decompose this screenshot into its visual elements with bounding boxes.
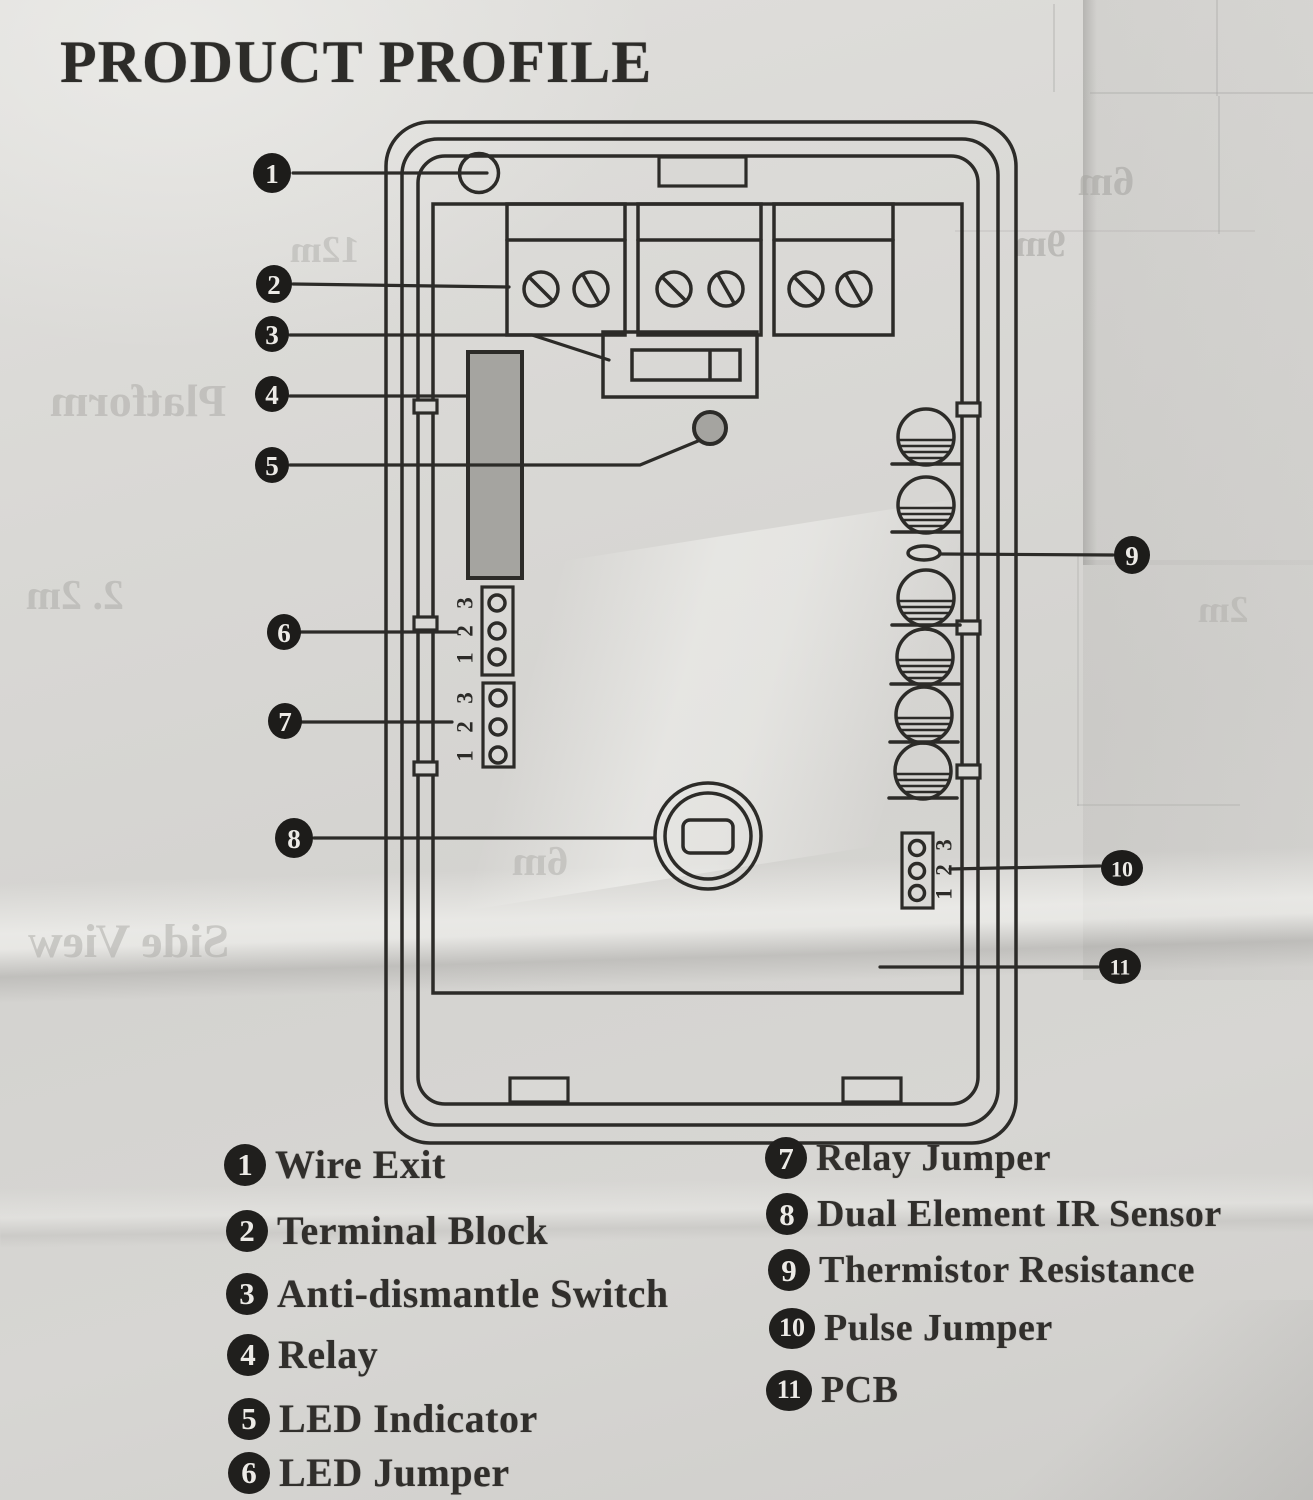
case-side-tab — [955, 763, 982, 780]
callout-5: 5 — [255, 447, 289, 483]
callout-number: 2 — [267, 270, 281, 300]
legend-item-led-jumper: 6 LED Jumper — [228, 1449, 510, 1496]
pin-label: 3 — [453, 692, 478, 704]
legend-item-ir-sensor: 8 Dual Element IR Sensor — [766, 1192, 1222, 1236]
legend-badge: 4 — [227, 1333, 269, 1376]
legend-badge: 6 — [228, 1451, 270, 1494]
callout-number: 9 — [1125, 541, 1139, 571]
screw-terminal — [890, 568, 962, 628]
callout-number: 7 — [278, 707, 292, 737]
callout-number: 10 — [1111, 857, 1133, 882]
legend-item-thermistor: 9 Thermistor Resistance — [768, 1248, 1195, 1292]
relay-jumper: 3 2 1 — [453, 681, 516, 769]
callout-1: 1 — [253, 153, 291, 193]
legend-label: Dual Element IR Sensor — [817, 1193, 1222, 1235]
case-side-tab — [955, 619, 982, 636]
case-foot-left — [508, 1076, 570, 1104]
legend-badge: 2 — [226, 1209, 268, 1252]
legend-item-relay-jumper: 7 Relay Jumper — [765, 1136, 1051, 1180]
callout-9: 9 — [1114, 536, 1150, 574]
screw-terminal — [890, 475, 962, 535]
screw-terminal — [890, 407, 962, 467]
legend-label: Pulse Jumper — [824, 1307, 1053, 1349]
pin-label: 2 — [453, 625, 478, 637]
legend-label: Terminal Block — [277, 1208, 549, 1253]
screw-terminal — [888, 685, 960, 745]
pin-label: 1 — [932, 888, 957, 900]
callout-number: 3 — [265, 320, 279, 350]
legend-label: Thermistor Resistance — [819, 1249, 1196, 1291]
pin-label: 2 — [453, 721, 478, 733]
pin-label: 3 — [932, 839, 957, 851]
screw-terminal — [887, 741, 959, 801]
legend-label: Anti-dismantle Switch — [277, 1271, 669, 1316]
page-title: PRODUCT PROFILE — [60, 29, 653, 95]
legend-badge: 3 — [226, 1272, 268, 1315]
legend-badge: 7 — [765, 1137, 807, 1179]
callout-number: 1 — [265, 159, 279, 189]
callout-8: 8 — [275, 818, 313, 858]
legend-label: Wire Exit — [275, 1142, 446, 1187]
legend-label: LED Indicator — [279, 1396, 538, 1441]
pin-label: 3 — [453, 597, 478, 609]
callout-6: 6 — [267, 614, 301, 650]
screw-terminal — [889, 627, 961, 687]
callout-7: 7 — [268, 703, 302, 739]
legend-badge: 9 — [768, 1249, 810, 1291]
case-side-tab — [412, 760, 439, 777]
case-side-tab — [412, 398, 439, 415]
legend-badge: 8 — [766, 1193, 808, 1235]
led-jumper: 3 2 1 — [453, 585, 515, 677]
case-foot-right — [841, 1076, 903, 1104]
legend-badge: 1 — [224, 1143, 266, 1186]
pulse-jumper: 3 2 1 — [900, 831, 957, 910]
case-side-tab — [955, 401, 982, 418]
legend-item-pcb: 11 PCB — [766, 1368, 899, 1412]
legend-badge: 11 — [766, 1369, 812, 1411]
terminal-block — [505, 202, 895, 337]
callout-3: 3 — [255, 316, 289, 352]
thermistor — [906, 544, 942, 562]
callout-number: 4 — [265, 380, 279, 410]
led-indicator — [692, 410, 728, 446]
callout-badges: 1 2 3 4 5 6 7 — [253, 153, 1150, 984]
legend-item-relay: 4 Relay — [227, 1331, 378, 1378]
case-side-tab — [412, 615, 439, 632]
pin-label: 2 — [932, 864, 957, 876]
legend-item-terminal-block: 2 Terminal Block — [226, 1207, 548, 1254]
callout-leaders — [288, 171, 1115, 969]
case-top-tab — [657, 155, 748, 188]
legend-item-anti-dismantle-switch: 3 Anti-dismantle Switch — [226, 1270, 669, 1317]
legend-item-pulse-jumper: 10 Pulse Jumper — [769, 1306, 1053, 1350]
ir-sensor — [653, 781, 763, 891]
pin-label: 1 — [453, 750, 478, 762]
legend-label: Relay Jumper — [816, 1137, 1052, 1179]
legend-badge: 10 — [769, 1307, 815, 1349]
legend-item-led-indicator: 5 LED Indicator — [228, 1395, 538, 1442]
callout-2: 2 — [256, 265, 292, 303]
anti-dismantle-switch — [601, 330, 759, 399]
legend-label: LED Jumper — [279, 1450, 510, 1495]
callout-number: 6 — [277, 618, 291, 648]
callout-number: 8 — [287, 824, 301, 854]
case-tabs — [412, 155, 982, 1104]
callout-number: 11 — [1110, 955, 1131, 980]
callout-4: 4 — [255, 376, 289, 412]
legend-label: PCB — [821, 1369, 899, 1411]
callout-10: 10 — [1101, 850, 1143, 886]
callout-number: 5 — [265, 451, 279, 481]
legend-label: Relay — [278, 1332, 379, 1377]
legend-badge: 5 — [228, 1397, 270, 1440]
legend-item-wire-exit: 1 Wire Exit — [224, 1141, 446, 1188]
callout-11: 11 — [1099, 948, 1141, 984]
screw-terminal-column — [887, 407, 962, 801]
pin-label: 1 — [453, 652, 478, 664]
